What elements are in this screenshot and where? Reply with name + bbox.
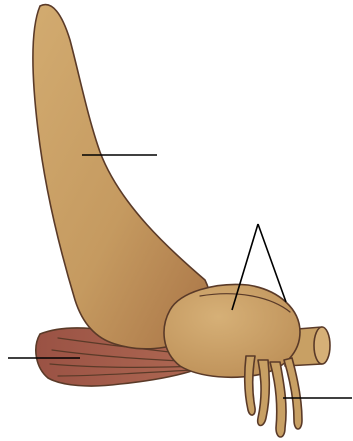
hanging-tendrils bbox=[245, 356, 302, 437]
